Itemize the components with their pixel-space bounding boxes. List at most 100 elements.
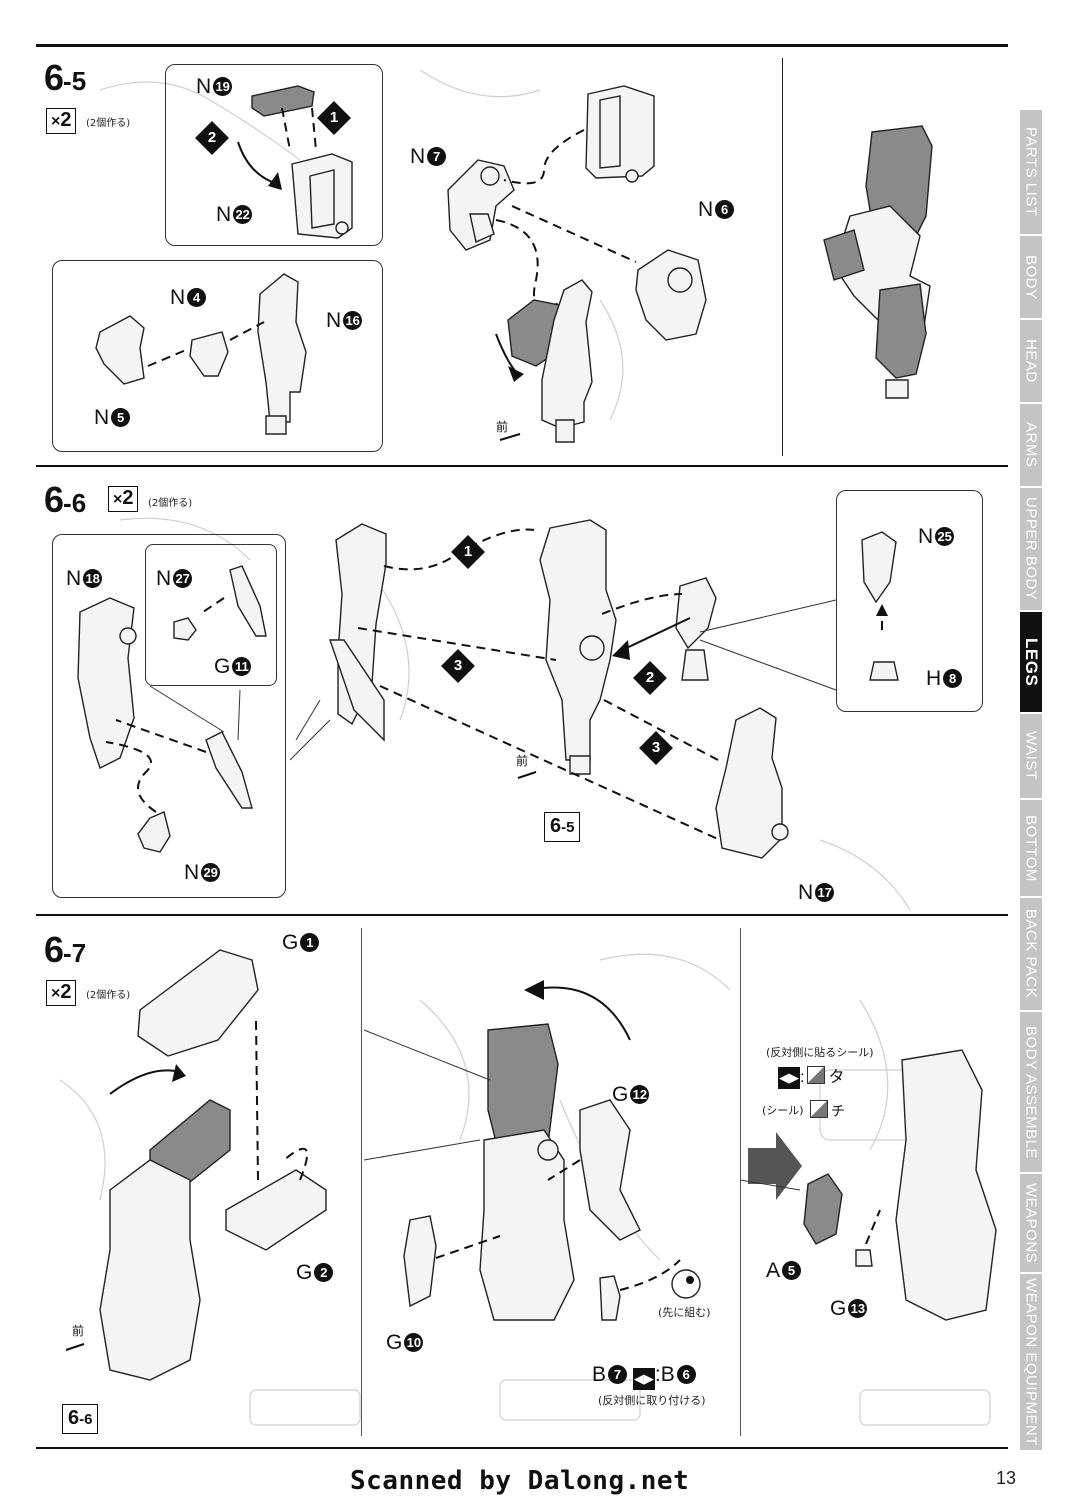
- g2-part-icon: [225, 1169, 327, 1251]
- step-6-7-title: 6-7: [44, 929, 87, 970]
- detail-box-n4-n5-n16: [52, 260, 383, 452]
- sticker-icon: [810, 1100, 828, 1118]
- section-rule-1: [36, 465, 1008, 467]
- callout-2-6-6: 2: [633, 661, 667, 695]
- top-rule: [36, 44, 1008, 47]
- ref-step-6-5: 6-5: [544, 812, 581, 842]
- n22-part-icon: [291, 153, 353, 239]
- n7-part-icon: [447, 159, 515, 251]
- n29-part-icon: [137, 811, 171, 853]
- n19-part-icon: [251, 85, 315, 117]
- detail-box-n27-g11: [145, 544, 277, 686]
- front-marker-6-6: 前: [516, 754, 529, 768]
- qty-badge-6-5: ×2: [46, 108, 77, 134]
- swap-sides-icon: ◀▶: [778, 1067, 800, 1089]
- knee-part-icon: [675, 577, 717, 681]
- tab-weapons[interactable]: WEAPONS: [1020, 1174, 1042, 1272]
- n18-part-icon: [77, 597, 137, 769]
- h8-part-icon: [869, 661, 899, 681]
- bottom-rule: [36, 1447, 1008, 1449]
- step-6-6-title: 6-6: [44, 479, 87, 520]
- n6-part-icon: [635, 249, 707, 341]
- n4-part-icon: [189, 331, 229, 377]
- n17-part-icon: [715, 707, 789, 859]
- divider-67-a: [361, 928, 362, 1436]
- detail-box-n25-h8: [836, 490, 983, 712]
- assemble-first-icon: [671, 1269, 701, 1299]
- note-attach-opposite: (反対側に取り付ける): [598, 1394, 706, 1407]
- tab-bottom[interactable]: BOTTOM: [1020, 800, 1042, 896]
- detail-box-n19-n22: [165, 64, 383, 246]
- n5-part-icon: [95, 315, 145, 385]
- tab-legs[interactable]: LEGS: [1020, 612, 1042, 712]
- g10-part-icon: [403, 1215, 437, 1308]
- upper-leg-frame-icon: [585, 85, 655, 183]
- page-number: 13: [996, 1468, 1017, 1488]
- swap-sides-icon: ◀▶: [632, 1368, 655, 1390]
- callout-1-6-6: 1: [451, 535, 485, 569]
- g11-lower-part-icon: [205, 731, 253, 809]
- note-assemble-first: (先に組む): [658, 1306, 711, 1319]
- detail-box-n18-n29: [52, 534, 286, 898]
- section-rule-2: [36, 914, 1008, 916]
- g12-part-icon: [579, 1099, 641, 1241]
- ref-step-6-6: 6-6: [62, 1404, 99, 1434]
- note-sticker-label: (シール): [762, 1104, 804, 1117]
- g13-part-icon: [855, 1249, 873, 1267]
- tab-body-assemble[interactable]: BODY ASSEMBLE: [1020, 1012, 1042, 1172]
- divider-67-b: [740, 928, 741, 1436]
- tab-waist[interactable]: WAIST: [1020, 714, 1042, 798]
- inner-frame-left-icon: [329, 523, 387, 742]
- tab-arms[interactable]: ARMS: [1020, 404, 1042, 486]
- callout-1-6-5: 1: [317, 101, 351, 135]
- leg-finished-icon: [895, 1049, 997, 1321]
- n27-part-icon: [173, 617, 197, 641]
- qty-note-6-5: (2個作る): [86, 118, 131, 129]
- b7-part-icon: [599, 1275, 621, 1321]
- qty-note-6-7: (2個作る): [86, 990, 131, 1001]
- lower-leg-assembly-icon: [507, 279, 593, 443]
- g11-part-icon: [229, 565, 267, 637]
- front-marker-6-7: 前: [72, 1324, 85, 1338]
- step-6-5-title: 6-5: [44, 57, 87, 98]
- tab-weapon-equipment[interactable]: WEAPON EQUIPMENT: [1020, 1274, 1042, 1450]
- sticker-icon: [807, 1066, 826, 1084]
- qty-note-6-6: (2個作る): [148, 498, 193, 509]
- qty-badge-6-6: ×2: [108, 486, 139, 512]
- callout-3-6-6-a: 3: [441, 649, 475, 683]
- tab-back-pack[interactable]: BACK PACK: [1020, 898, 1042, 1010]
- n16-part-icon: [257, 273, 307, 435]
- tab-body[interactable]: BODY: [1020, 236, 1042, 318]
- tab-upper-body[interactable]: UPPER BODY: [1020, 488, 1042, 610]
- callout-2-6-5: 2: [195, 121, 229, 155]
- note-sticker-opposite: (反対側に貼るシール): [766, 1046, 874, 1059]
- tab-parts-list[interactable]: PARTS LIST: [1020, 110, 1042, 234]
- right-leg-complete-icon: [823, 125, 933, 399]
- leg-with-armor-icon: [99, 1099, 231, 1381]
- divider-65-68: [782, 58, 783, 456]
- sticker-chi-row: チ: [810, 1100, 845, 1118]
- leg-core-icon: [539, 519, 617, 775]
- tab-head[interactable]: HEAD: [1020, 320, 1042, 402]
- scan-credit: Scanned by Dalong.net: [350, 1466, 690, 1496]
